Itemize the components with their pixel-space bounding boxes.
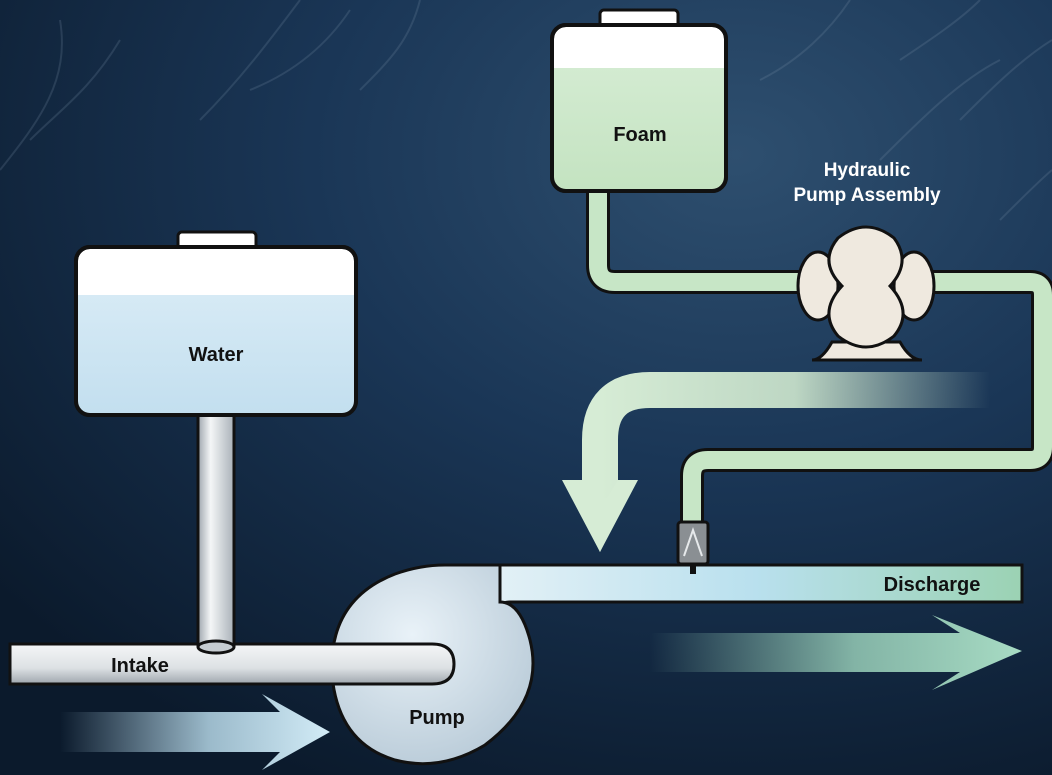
discharge-flow-arrow xyxy=(650,615,1022,690)
foam-supply-line xyxy=(586,188,815,294)
water-label: Water xyxy=(189,344,244,366)
foam-return-arrow xyxy=(562,372,990,552)
intake-flow-arrow xyxy=(60,694,330,770)
hydraulic-label-line2: Pump Assembly xyxy=(793,185,941,206)
water-supply-pipe xyxy=(196,412,236,655)
foam-injection-line xyxy=(680,270,1052,528)
intake-label: Intake xyxy=(111,655,169,677)
pump-label: Pump xyxy=(409,707,465,729)
hydraulic-pump-assembly xyxy=(796,225,936,362)
foam-tank xyxy=(550,8,728,193)
hydraulic-label-line1: Hydraulic xyxy=(824,160,911,181)
tree-branches-decoration xyxy=(0,0,1052,221)
foam-injector-valve xyxy=(676,520,710,574)
water-tank xyxy=(74,230,358,417)
discharge-label: Discharge xyxy=(884,574,981,596)
intake-pipe xyxy=(8,642,456,686)
foam-label: Foam xyxy=(613,124,666,146)
